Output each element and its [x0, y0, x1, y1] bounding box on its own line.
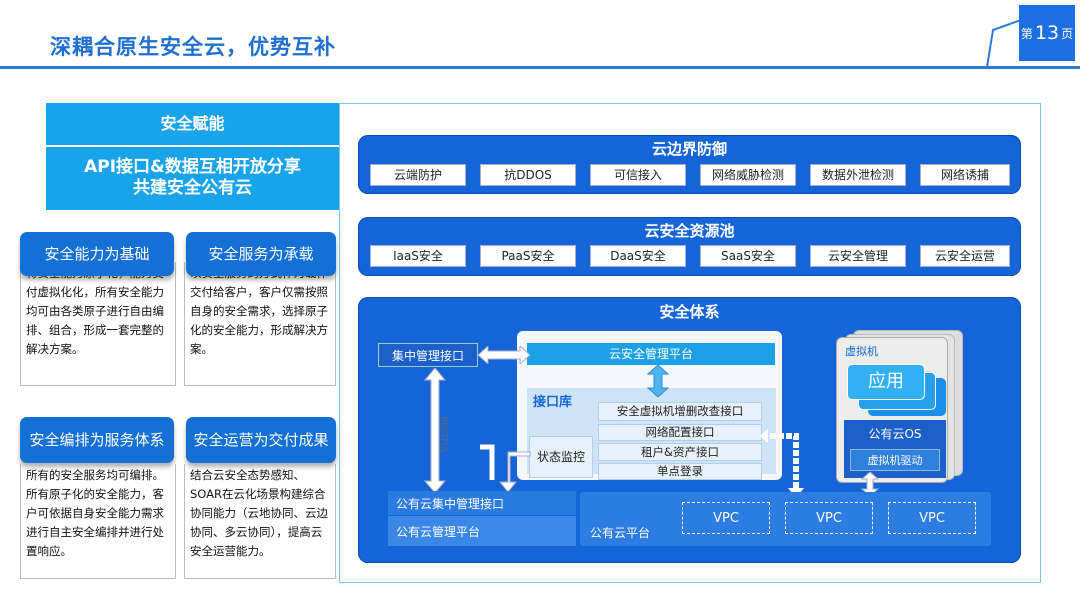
page-number: 13 [1034, 22, 1060, 44]
platform-lib-arrow [647, 365, 669, 397]
boundary-item: 网络威胁检测 [700, 164, 796, 186]
vm-platform-arrow [861, 472, 879, 496]
vpc-3: VPC [888, 502, 976, 534]
interface-library-title: 接口库 [533, 395, 573, 410]
pool-item: DaaS安全 [590, 245, 686, 267]
page-suffix: 页 [1061, 26, 1074, 41]
resource-pool-panel: 云安全资源池 IaaS安全 PaaS安全 DaaS安全 SaaS安全 云安全管理… [358, 217, 1021, 276]
lib-item-tenant: 租户&资产接口 [598, 443, 762, 461]
diagram-frame [339, 103, 1041, 583]
pool-item: PaaS安全 [480, 245, 576, 267]
public-cloud-mgmt: 公有云管理平台 [388, 516, 576, 546]
restful-label: RESTFUL [438, 416, 448, 454]
enable-sub-line2: 共建安全公有云 [133, 178, 252, 198]
card-label-3: 安全编排为服务体系 [20, 417, 174, 463]
mgmt-platform-bar: 云安全管理平台 [527, 343, 775, 365]
card-desc-2: 以安全服务的方式作为载体交付给客户，客户仅需按照自身的安全需求，选择原子化的安全… [184, 262, 336, 386]
os-label: 公有云OS [868, 427, 922, 441]
cloud-boundary-title: 云边界防御 [651, 140, 727, 158]
public-cloud-platform-label: 公有云平台 [590, 526, 651, 540]
security-system-title: 安全体系 [659, 303, 720, 321]
card-desc-4: 结合云安全态势感知、SOAR在云化场景构建综合协同能力（云地协同、云边协同、多云… [184, 464, 336, 579]
vpc-2: VPC [785, 502, 873, 534]
lib-item-vm-crud: 安全虚拟机增删改查接口 [598, 402, 762, 421]
vm-driver-box: 虚拟机驱动 [850, 449, 940, 471]
status-api-arrow [480, 444, 531, 492]
public-cloud-api: 公有云集中管理接口 [388, 491, 576, 515]
card-desc-3: 所有的安全服务均可编排。所有原子化的安全能力，客户可依据自身安全能力需求进行自主… [20, 464, 176, 579]
boundary-item: 数据外泄检测 [810, 164, 906, 186]
card-label-4: 安全运营为交付成果 [186, 417, 336, 463]
restful-arrow [424, 368, 446, 493]
boundary-item: 云端防护 [370, 164, 466, 186]
lib-item-sso: 单点登录 [598, 463, 762, 480]
card-desc-1: 将安全能力原子化，能力交付虚拟化化，所有安全能力均可由各类原子进行自由编排、组合… [20, 262, 176, 386]
central-api-box: 集中管理接口 [378, 343, 478, 367]
app-box: 应用 [847, 364, 925, 400]
card-label-1: 安全能力为基础 [20, 232, 174, 276]
vm-label: 虚拟机 [845, 345, 878, 358]
api-platform-arrow [478, 346, 530, 364]
cloud-boundary-panel: 云边界防御 云端防护 抗DDOS 可信接入 网络威胁检测 数据外泄检测 网络诱捕 [358, 135, 1021, 194]
header-accent-line [986, 19, 1022, 67]
vpc-1: VPC [682, 502, 770, 534]
status-monitor-box: 状态监控 [529, 436, 593, 478]
security-enable-title: 安全赋能 [46, 103, 339, 145]
public-cloud-platform: 公有云平台 VPC VPC VPC [580, 492, 991, 546]
pool-item: SaaS安全 [700, 245, 796, 267]
pool-item: IaaS安全 [370, 245, 466, 267]
enable-sub-line1: API接口&数据互相开放分享 [84, 157, 301, 177]
card-label-2: 安全服务为承载 [186, 232, 336, 276]
pool-item: 云安全管理 [810, 245, 906, 267]
boundary-item: 可信接入 [590, 164, 686, 186]
boundary-item: 网络诱捕 [920, 164, 1010, 186]
header-divider [0, 66, 1080, 69]
boundary-item: 抗DDOS [480, 164, 576, 186]
page-title: 深耦合原生安全云，优势互补 [50, 35, 336, 59]
page-prefix: 第 [1020, 26, 1033, 41]
pool-item: 云安全运营 [920, 245, 1010, 267]
lib-item-network: 网络配置接口 [598, 424, 762, 441]
security-enable-subtitle: API接口&数据互相开放分享 共建安全公有云 [46, 147, 339, 210]
resource-pool-title: 云安全资源池 [644, 222, 735, 240]
